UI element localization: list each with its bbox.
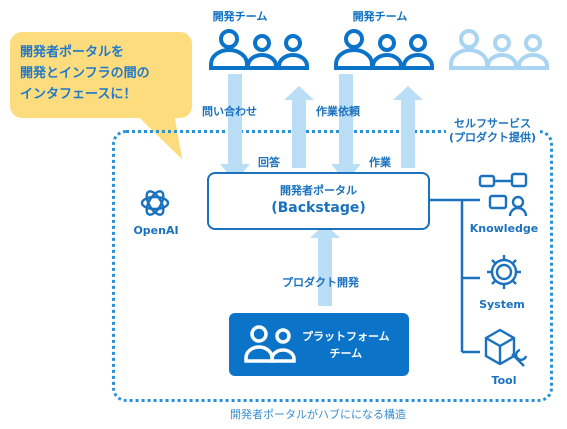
dev-team-2-icon <box>330 28 440 72</box>
work-arrow <box>393 86 423 168</box>
developer-portal-box: 開発者ポータル (Backstage) <box>207 172 430 230</box>
self-service-label: セルフサービス (プロダクト提供) <box>446 117 540 145</box>
gear-icon <box>484 252 524 296</box>
inquiry-arrow <box>220 74 250 182</box>
answer-label: 回答 <box>258 156 280 169</box>
work-label: 作業 <box>369 156 391 169</box>
product-dev-arrow <box>310 224 340 306</box>
dev-team-3-icon <box>445 28 555 72</box>
knowledge-label: Knowledge <box>469 222 539 235</box>
team-label-1: 開発チーム <box>212 10 268 23</box>
platform-team-box: プラットフォーム チーム <box>229 313 409 376</box>
callout-line-1: 開発者ポータルを <box>20 45 125 60</box>
portal-title: 開発者ポータル <box>280 184 357 197</box>
self-service-line-2: (プロダクト提供) <box>449 131 537 144</box>
product-dev-label: プロダクト開発 <box>282 276 359 289</box>
work-request-label: 作業依頼 <box>316 105 360 118</box>
tool-label: Tool <box>491 374 517 387</box>
platform-frame <box>112 130 553 402</box>
knowledge-icon <box>478 172 530 222</box>
openai-label: OpenAI <box>133 224 179 237</box>
work-request-arrow <box>331 74 361 182</box>
platform-team-label: プラットフォーム チーム <box>302 328 390 362</box>
platform-team-icon <box>243 323 299 369</box>
tool-box-icon <box>482 324 528 372</box>
openai-icon <box>138 186 172 224</box>
inquiry-label: 問い合わせ <box>202 105 257 118</box>
dev-team-1-icon <box>205 28 315 72</box>
self-service-line-1: セルフサービス <box>454 117 532 130</box>
platform-team-line-2: チーム <box>329 347 363 360</box>
answer-arrow <box>284 86 314 168</box>
team-label-2: 開発チーム <box>352 10 408 23</box>
callout-line-3: インタフェースに！ <box>20 87 137 102</box>
callout-line-2: 開発とインフラの間の <box>20 66 150 81</box>
platform-team-line-1: プラットフォーム <box>302 330 390 343</box>
portal-subtitle: (Backstage) <box>271 200 366 216</box>
callout-bubble <box>10 32 192 118</box>
system-label: System <box>479 298 525 311</box>
callout-text: 開発者ポータルを 開発とインフラの間の インタフェースに！ <box>20 42 190 105</box>
diagram-caption: 開発者ポータルがハブにになる構造 <box>230 408 406 421</box>
